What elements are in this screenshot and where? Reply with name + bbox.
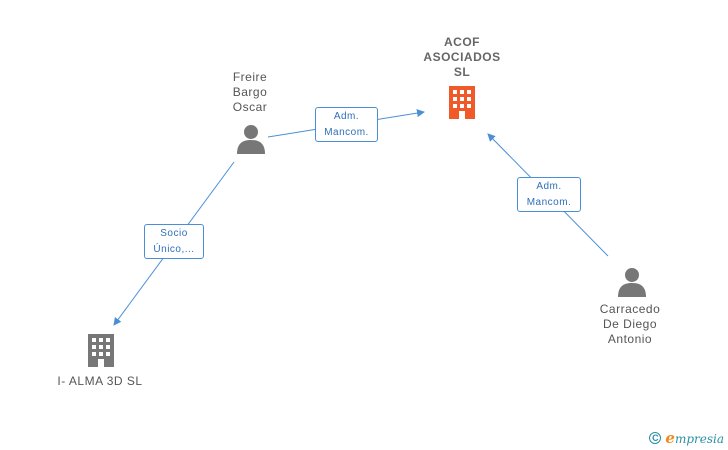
person-icon-freire[interactable] [236,124,266,154]
company-acof-label-line-2: ASOCIADOS [423,50,501,64]
company-alma-label-line-1: I- ALMA 3D SL [57,374,143,388]
brand-first-letter: e [665,429,675,447]
company-acof-label-line-1: ACOF [444,35,480,49]
relation-box-freire-alma[interactable]: Socio Único,... [144,224,204,259]
person-freire-label-line-3: Oscar [232,100,268,114]
relation-freire-alma-line-2: Único,... [153,244,195,255]
brand-rest: mpresia [674,432,724,446]
relation-carracedo-acof-line-2: Mancom. [526,197,572,208]
relation-freire-alma-line-1: Socio [160,228,188,239]
person-icon-carracedo[interactable] [617,267,647,297]
brand-name[interactable]: empresia [665,429,724,447]
copyright-icon: C [649,432,662,444]
relation-freire-acof-line-2: Mancom. [324,127,369,138]
person-freire-label: Freire Bargo Oscar [210,70,290,115]
relation-carracedo-acof-line-1: Adm. [536,181,562,192]
person-carracedo-label: Carracedo De Diego Antonio [584,302,676,347]
person-freire-label-line-1: Freire [232,70,268,84]
person-carracedo-label-line-2: De Diego [602,317,658,331]
company-acof-label-line-3: SL [453,65,471,79]
company-acof-label: ACOF ASOCIADOS SL [410,35,514,80]
footer-brand: C empresia [649,429,724,447]
relation-box-freire-acof[interactable]: Adm. Mancom. [315,107,378,142]
person-carracedo-label-line-3: Antonio [607,332,653,346]
company-alma-label: I- ALMA 3D SL [50,374,150,389]
person-freire-label-line-2: Bargo [232,85,268,99]
person-carracedo-label-line-1: Carracedo [599,302,661,316]
company-building-icon-alma[interactable] [86,334,116,368]
relation-box-carracedo-acof[interactable]: Adm. Mancom. [517,177,581,212]
relation-freire-acof-line-1: Adm. [333,111,360,122]
company-building-icon-main[interactable] [447,86,477,120]
